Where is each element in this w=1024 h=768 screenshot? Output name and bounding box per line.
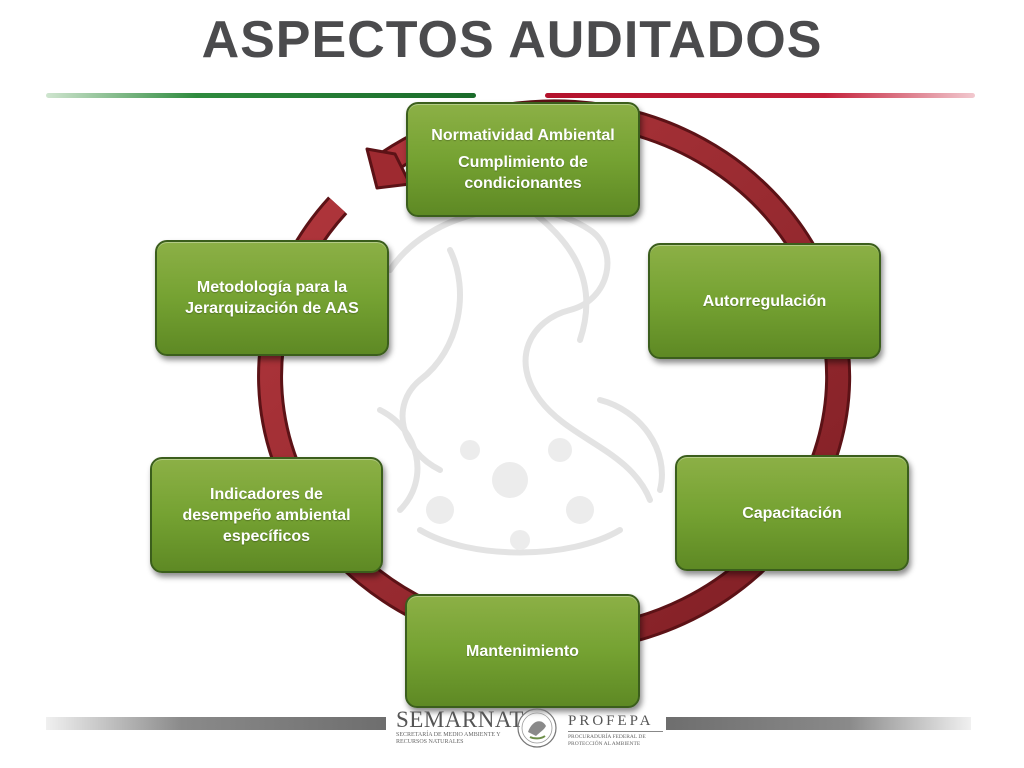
green-header-stripe [46,93,476,98]
footer-bar-left [46,717,386,730]
node-indicadores: Indicadores de desempeño ambiental espec… [150,457,383,573]
slide-title: ASPECTOS AUDITADOS [201,11,823,69]
node-mantenimiento: Mantenimiento [405,594,640,708]
node-normatividad-title: Normatividad Ambiental [431,127,615,144]
node-indicadores-label: Indicadores de desempeño ambiental espec… [182,485,351,545]
node-autorregulacion: Autorregulación [648,243,881,359]
national-emblem-watermark [377,206,665,556]
node-mantenimiento-label: Mantenimiento [466,642,579,660]
profepa-logo-name: PROFEPA [568,713,654,729]
semarnat-logo: SEMARNAT SECRETARÍA DE MEDIO AMBIENTE Y … [396,707,524,746]
node-autorregulacion-label: Autorregulación [702,292,827,310]
profepa-logo-subtitle: PROCURADURÍA FEDERAL DE PROTECCIÓN AL AM… [568,731,663,748]
profepa-logo: PROFEPA PROCURADURÍA FEDERAL DE PROTECCI… [568,713,663,748]
node-metodologia: Metodología para la Jerarquización de AA… [155,240,389,356]
red-header-stripe [545,93,975,98]
footer-bar-right [666,717,971,730]
eagle-seal-icon [517,708,557,748]
node-normatividad-ambiental: Normatividad Ambiental Cumplimiento de c… [406,102,640,217]
semarnat-logo-name: SEMARNAT [396,707,524,732]
node-metodologia-label: Metodología para la Jerarquización de AA… [185,279,359,317]
semarnat-logo-subtitle: SECRETARÍA DE MEDIO AMBIENTE Y RECURSOS … [396,732,501,745]
node-normatividad-subtitle: Cumplimiento de condicionantes [458,154,588,192]
node-capacitacion: Capacitación [675,455,909,571]
node-capacitacion-label: Capacitación [742,504,842,522]
